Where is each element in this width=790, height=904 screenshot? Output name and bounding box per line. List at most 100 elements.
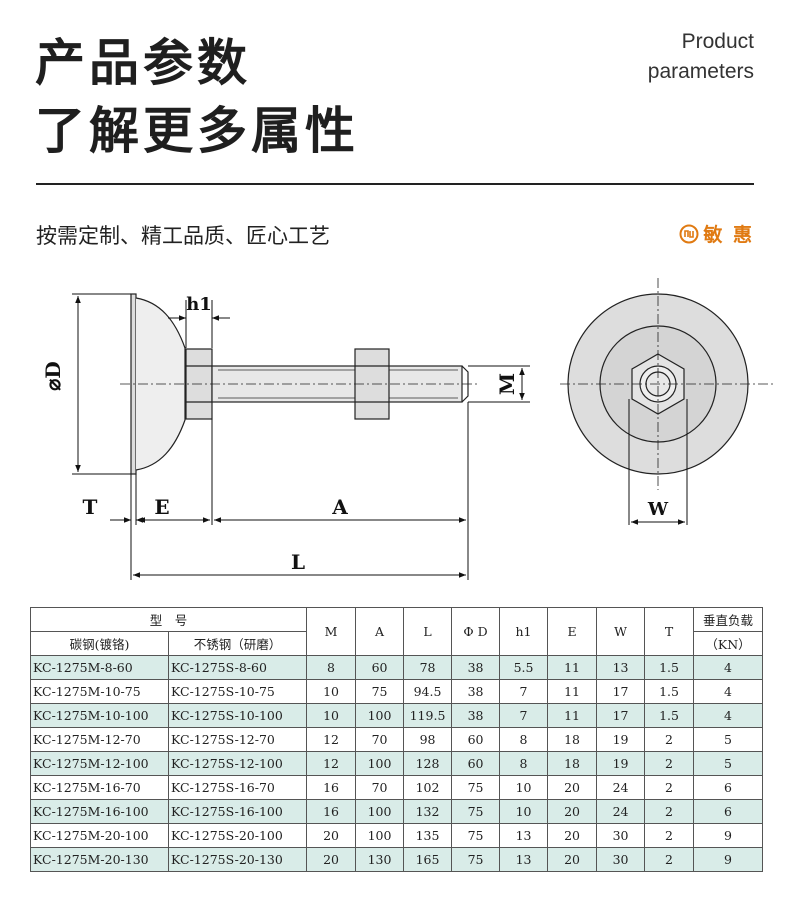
value-cell: 2 (644, 799, 695, 824)
model-cell: KC-1275S-16-70 (167, 775, 308, 800)
value-cell: 135 (403, 823, 453, 848)
value-cell: 7 (499, 679, 549, 704)
header-col: h1 (499, 607, 549, 656)
label-A: A (331, 495, 348, 519)
model-cell: KC-1275S-20-100 (167, 823, 308, 848)
value-cell: 4 (693, 703, 764, 728)
model-cell: KC-1275M-10-100 (30, 703, 169, 728)
value-cell: 5 (693, 727, 764, 752)
value-cell: 16 (306, 775, 357, 800)
value-cell: 20 (547, 823, 598, 848)
value-cell: 13 (499, 847, 549, 872)
value-cell: 98 (403, 727, 453, 752)
value-cell: 13 (596, 655, 646, 680)
value-cell: 20 (306, 847, 357, 872)
value-cell: 2 (644, 775, 695, 800)
brand-logo-icon (679, 224, 699, 244)
value-cell: 38 (451, 679, 501, 704)
model-cell: KC-1275S-10-75 (167, 679, 308, 704)
label-phiD: ⌀D (41, 361, 65, 390)
technical-drawing: ⌀D h1 M T E A L W (41, 278, 775, 580)
value-cell: 70 (355, 775, 405, 800)
end-view (560, 278, 775, 525)
value-cell: 132 (403, 799, 453, 824)
value-cell: 4 (693, 655, 764, 680)
value-cell: 8 (499, 751, 549, 776)
value-cell: 94.5 (403, 679, 453, 704)
value-cell: 119.5 (403, 703, 453, 728)
title-line-2: 了解更多属性 (35, 102, 359, 160)
title-en-line-2: parameters (647, 60, 754, 83)
value-cell: 11 (547, 679, 598, 704)
value-cell: 78 (403, 655, 453, 680)
brand: 敏 惠 (679, 220, 754, 247)
value-cell: 11 (547, 655, 598, 680)
model-cell: KC-1275S-20-130 (167, 847, 308, 872)
label-W: W (647, 499, 669, 520)
label-T: T (83, 495, 98, 519)
header-col: A (355, 607, 405, 656)
value-cell: 2 (644, 751, 695, 776)
value-cell: 75 (451, 823, 501, 848)
slogan: 按需定制、精工品质、匠心工艺 (36, 224, 330, 248)
spec-table: 型 号 M A L Φ D h1 E W T 垂直负载 碳钢(镀铬) 不锈钢（研… (29, 607, 764, 872)
value-cell: 11 (547, 703, 598, 728)
value-cell: 75 (355, 679, 405, 704)
model-cell: KC-1275M-20-130 (30, 847, 169, 872)
value-cell: 19 (596, 727, 646, 752)
model-cell: KC-1275M-12-100 (30, 751, 169, 776)
value-cell: 8 (499, 727, 549, 752)
value-cell: 128 (403, 751, 453, 776)
value-cell: 17 (596, 703, 646, 728)
value-cell: 18 (547, 751, 598, 776)
value-cell: 10 (499, 775, 549, 800)
label-M: M (495, 373, 519, 395)
value-cell: 60 (451, 751, 501, 776)
model-cell: KC-1275S-12-100 (167, 751, 308, 776)
value-cell: 19 (596, 751, 646, 776)
dimension-labels: ⌀D h1 M T E A L W (41, 294, 669, 574)
value-cell: 4 (693, 679, 764, 704)
value-cell: 75 (451, 799, 501, 824)
value-cell: 24 (596, 799, 646, 824)
header-load-unit: （KN） (693, 631, 764, 656)
value-cell: 30 (596, 847, 646, 872)
value-cell: 2 (644, 727, 695, 752)
value-cell: 20 (547, 775, 598, 800)
value-cell: 70 (355, 727, 405, 752)
value-cell: 100 (355, 751, 405, 776)
dimension-lines (72, 293, 530, 580)
value-cell: 2 (644, 847, 695, 872)
value-cell: 38 (451, 655, 501, 680)
value-cell: 10 (499, 799, 549, 824)
value-cell: 1.5 (644, 655, 695, 680)
label-L: L (291, 550, 305, 574)
model-cell: KC-1275S-12-70 (167, 727, 308, 752)
header-col: L (403, 607, 453, 656)
header-col: Φ D (451, 607, 501, 656)
value-cell: 102 (403, 775, 453, 800)
model-cell: KC-1275S-16-100 (167, 799, 308, 824)
value-cell: 13 (499, 823, 549, 848)
value-cell: 9 (693, 823, 764, 848)
header-carbon-steel: 碳钢(镀铬) (30, 631, 169, 656)
value-cell: 20 (547, 799, 598, 824)
title-line-1: 产品参数 (35, 34, 251, 92)
value-cell: 2 (644, 823, 695, 848)
header-col: M (306, 607, 357, 656)
value-cell: 16 (306, 799, 357, 824)
value-cell: 60 (451, 727, 501, 752)
value-cell: 7 (499, 703, 549, 728)
value-cell: 60 (355, 655, 405, 680)
value-cell: 38 (451, 703, 501, 728)
value-cell: 6 (693, 775, 764, 800)
divider-rule (36, 183, 754, 185)
model-cell: KC-1275M-16-100 (30, 799, 169, 824)
value-cell: 5.5 (499, 655, 549, 680)
